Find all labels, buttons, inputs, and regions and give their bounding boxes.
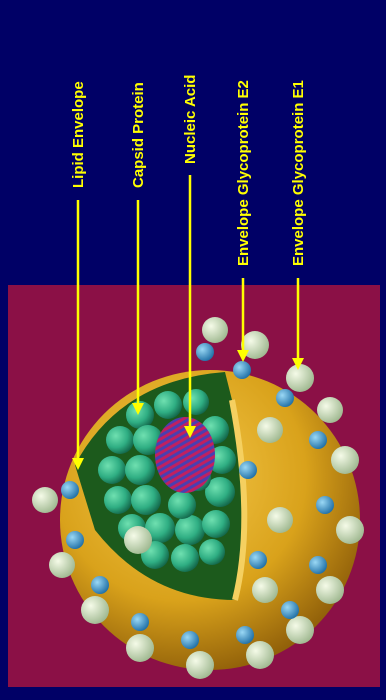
label-capsid-protein: Capsid Protein [130, 82, 147, 188]
label-lipid-envelope: Lipid Envelope [70, 81, 87, 188]
label-envelope-glycoprotein-e1: Envelope Glycoprotein E1 [290, 80, 307, 266]
nucleic-acid-core [155, 417, 215, 493]
label-envelope-glycoprotein-e2: Envelope Glycoprotein E2 [235, 80, 252, 266]
label-nucleic-acid: Nucleic Acid [182, 75, 199, 164]
